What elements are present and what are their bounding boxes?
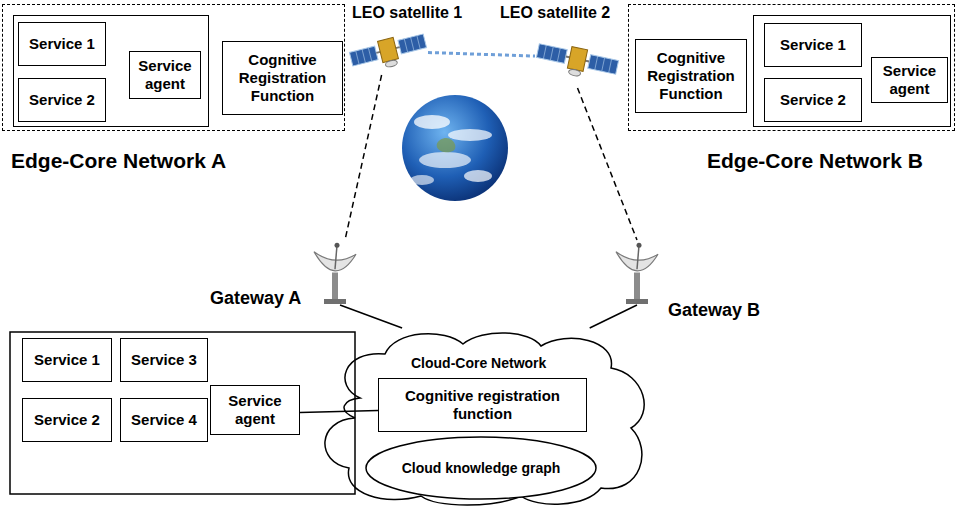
- panel-grid: [557, 48, 560, 62]
- solar-panel: [588, 55, 619, 75]
- network-region: Edge-Core Network AService 1Service 2Ser…: [2, 4, 345, 131]
- satellite-icon: LEO satellite 1: [348, 25, 428, 75]
- dish-feed: [637, 245, 639, 269]
- gateway-dish: Gateway B: [612, 240, 662, 305]
- satellite-body: [567, 47, 587, 72]
- earth-cloud: [410, 175, 434, 185]
- dish-feed-horn: [335, 243, 340, 248]
- box-label: Service 2: [29, 91, 95, 109]
- box-label: Service 2: [34, 411, 100, 429]
- registration-link: [300, 410, 378, 412]
- satellite-antenna: [385, 59, 398, 68]
- panel-grid: [362, 49, 365, 63]
- panel-grid: [550, 47, 553, 61]
- dish-mast: [634, 273, 640, 300]
- box-label: Cognitive registration function: [382, 387, 583, 423]
- heading-label: LEO satellite 2: [500, 3, 610, 22]
- agent-box: Service agent: [871, 57, 948, 103]
- earth-land: [437, 138, 456, 152]
- service-box: Service 3: [120, 338, 208, 382]
- service-box: Service 1: [22, 338, 112, 382]
- function-box: Cognitive Registration Function: [635, 39, 747, 113]
- network-region: Edge-Core Network BCognitive Registratio…: [628, 4, 955, 131]
- dish-illustration: [310, 240, 360, 305]
- satellite-illustration: [535, 30, 620, 88]
- earth-cloud: [448, 129, 492, 141]
- dish-base: [324, 299, 346, 304]
- dish-mast: [332, 273, 338, 300]
- heading-label: Gateway A: [210, 288, 301, 310]
- box-label: Service 2: [780, 91, 846, 109]
- agent-box: Service agent: [210, 385, 300, 435]
- ground-link: [590, 305, 637, 328]
- feeder-link: [345, 75, 382, 240]
- dish-feed-horn: [637, 243, 642, 248]
- solar-panel: [536, 44, 567, 64]
- heading-label: Edge-Core Network B: [707, 148, 923, 173]
- knowledge-ellipse: Cloud knowledge graph: [365, 436, 597, 500]
- cloud-network: Cloud-Core NetworkCognitive registration…: [315, 328, 650, 506]
- box-label: Service 4: [131, 411, 197, 429]
- service-box: Service 1: [18, 22, 106, 66]
- earth-globe: [402, 95, 508, 201]
- panel-grid: [356, 51, 359, 65]
- heading-label: Gateway B: [668, 300, 760, 322]
- panel-grid: [602, 58, 605, 72]
- panel-grid: [417, 36, 420, 50]
- service-box: Service 2: [764, 78, 862, 122]
- solar-panel: [349, 46, 378, 66]
- box-label: Service 1: [34, 351, 100, 369]
- box-label: Service 3: [131, 351, 197, 369]
- box-label: Cognitive Registration Function: [639, 49, 743, 103]
- heading-label: Edge-Core Network A: [11, 148, 226, 173]
- function-box: Cognitive registration function: [378, 378, 587, 432]
- satellite-antenna: [568, 69, 581, 77]
- box-label: Service agent: [133, 57, 197, 93]
- service-box: Service 4: [120, 398, 208, 442]
- panel-grid: [543, 45, 546, 59]
- earth-cloud: [464, 170, 492, 182]
- satellite-group: [348, 30, 429, 76]
- earth-cloud: [419, 152, 471, 168]
- panel-grid: [368, 48, 371, 62]
- service-box: Service 2: [18, 78, 106, 122]
- agent-box: Service agent: [129, 51, 201, 99]
- service-box: Service 2: [22, 398, 112, 442]
- earth-cloud: [414, 115, 450, 129]
- ellipse-shape: [366, 437, 596, 499]
- function-box: Cognitive Registration Function: [222, 41, 343, 115]
- ground-link: [340, 305, 402, 328]
- panel-grid: [609, 59, 612, 73]
- dish-illustration: [612, 240, 662, 305]
- dish-base: [626, 299, 648, 304]
- satellite-illustration: [348, 25, 428, 75]
- box-label: Service 1: [780, 36, 846, 54]
- dish-feed: [335, 245, 337, 269]
- service-box: Service 1: [764, 23, 862, 67]
- earth-illustration: [402, 95, 508, 201]
- box-label: Service 1: [29, 35, 95, 53]
- satellite-icon: LEO satellite 2: [535, 30, 620, 88]
- heading-label: LEO satellite 1: [352, 3, 462, 22]
- panel-grid: [404, 39, 407, 53]
- box-label: Cognitive Registration Function: [226, 51, 339, 105]
- panel-grid: [411, 37, 414, 51]
- box-label: Service agent: [875, 62, 944, 98]
- cloud-path: [325, 333, 644, 505]
- box-label: Service agent: [214, 392, 296, 428]
- panel-grid: [595, 56, 598, 70]
- solar-panel: [398, 34, 427, 54]
- heading-label: Cloud-Core Network: [411, 355, 546, 372]
- inter-satellite-link: [428, 53, 535, 57]
- satellite-body: [378, 37, 399, 62]
- satellite-group: [534, 40, 619, 84]
- gateway-dish: Gateway A: [310, 240, 360, 305]
- box-label: Cloud knowledge graph: [402, 460, 561, 477]
